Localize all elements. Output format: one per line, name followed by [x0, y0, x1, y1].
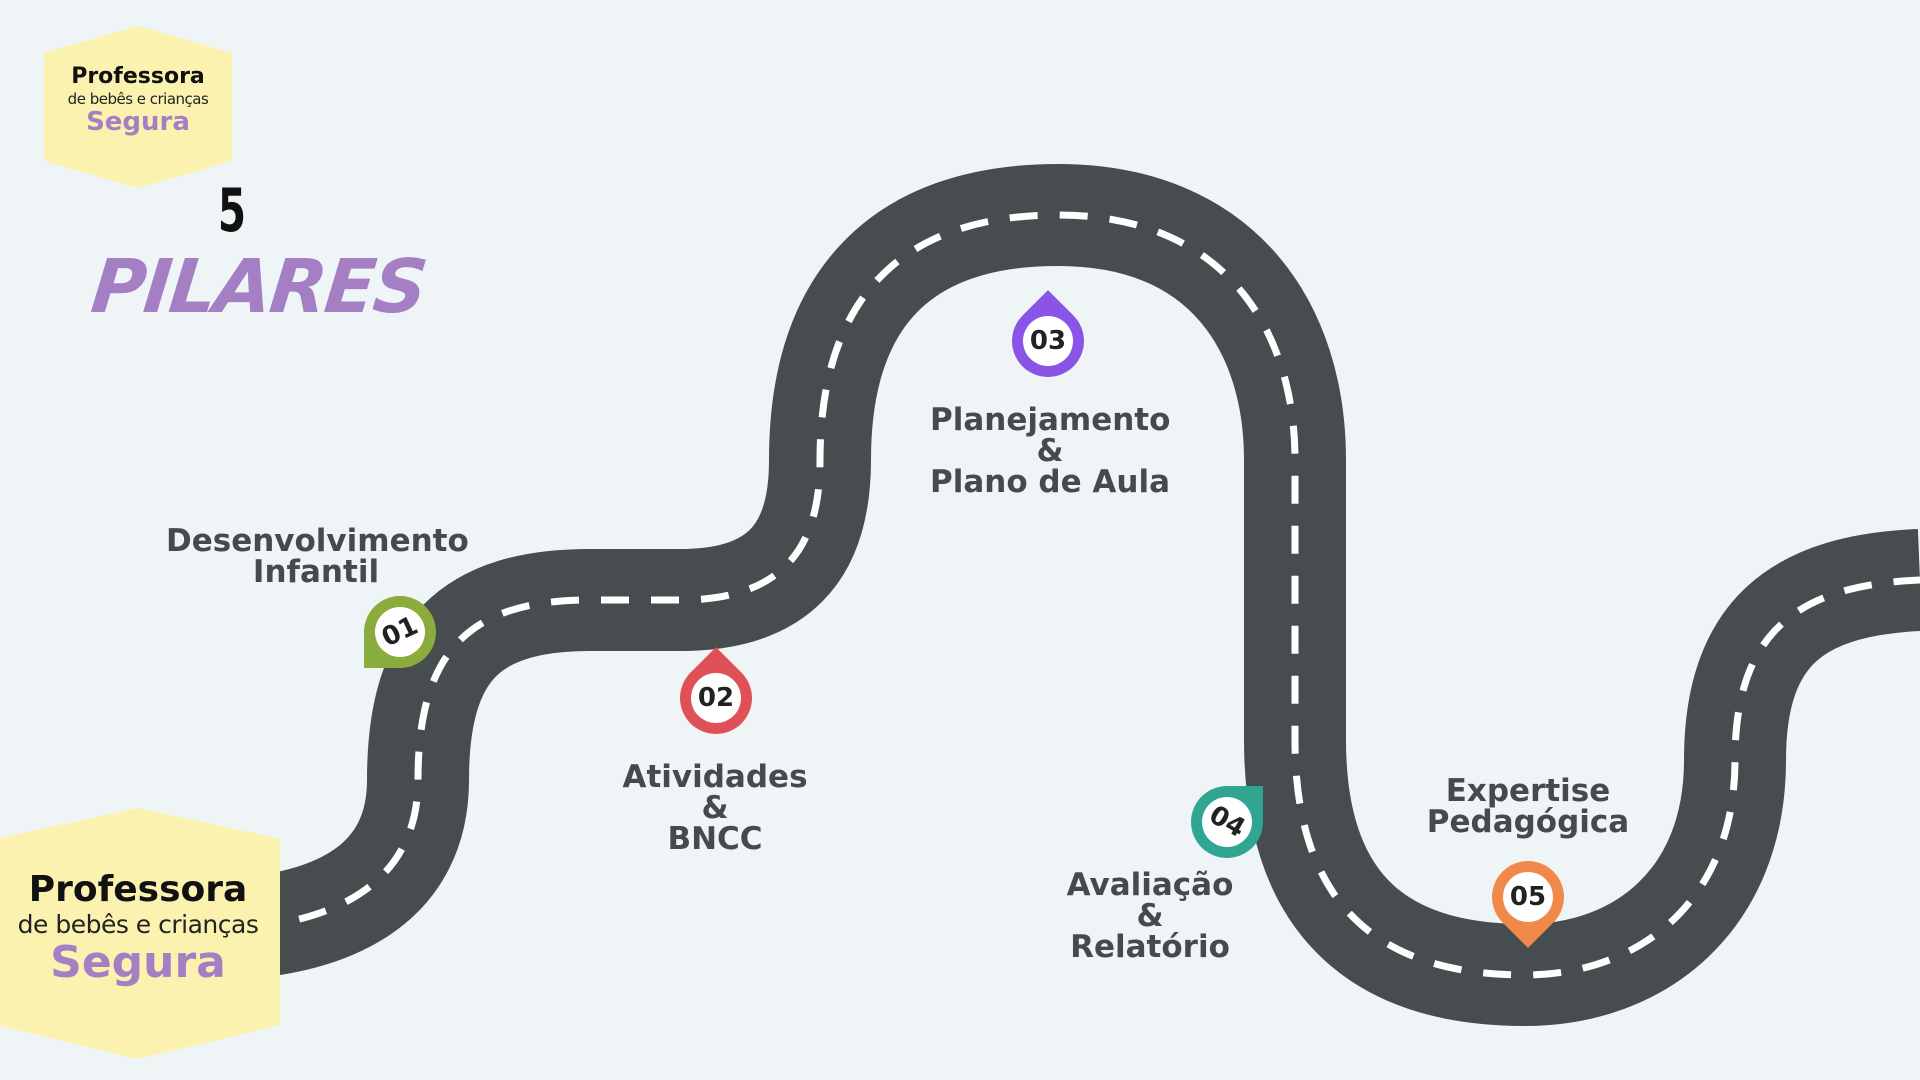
- road-lane-markings: [199, 211, 1920, 979]
- pillar-label-01-line-2: Infantil: [252, 554, 380, 590]
- pin-01: 01: [364, 596, 436, 668]
- logo-bottom-title: Professora: [28, 869, 248, 910]
- heading-title: PILARES: [87, 244, 430, 330]
- pillar-label-01-line-1: Desenvolvimento: [166, 523, 469, 559]
- pillar-label-03-line-3: Plano de Aula: [930, 464, 1171, 500]
- pillar-label-03: Planejamento & Plano de Aula: [930, 405, 1170, 498]
- logo-badge-bottom: [0, 808, 280, 1059]
- logo-badge-top: [44, 26, 232, 188]
- road: [199, 164, 1920, 1026]
- pin-03: 03: [1012, 290, 1084, 377]
- pin-05: 05: [1492, 861, 1564, 948]
- pin-03-number: 03: [1030, 326, 1066, 356]
- logo-top-subtitle: de bebês e crianças: [67, 90, 209, 108]
- logo-bottom: Professora de bebês e crianças Segura: [6, 870, 270, 986]
- pin-04-center: [1202, 797, 1252, 847]
- logo-bottom-segura: Segura: [50, 937, 226, 988]
- logo-top-title: Professora: [71, 64, 205, 89]
- pin-05-number: 05: [1510, 882, 1546, 912]
- pillar-label-04-line-1: Avaliação: [1066, 867, 1234, 903]
- logo-bottom-subtitle: de bebês e crianças: [17, 910, 259, 939]
- pillar-label-05-line-1: Expertise: [1445, 773, 1611, 809]
- pillar-label-02-line-2: &: [701, 790, 729, 826]
- pillar-label-04-line-3: Relatório: [1070, 929, 1230, 965]
- pillar-label-03-line-2: &: [1036, 433, 1064, 469]
- pin-05-center: [1503, 872, 1553, 922]
- pillar-label-02-line-3: BNCC: [667, 821, 763, 857]
- logo-top: Professora de bebês e crianças Segura: [58, 64, 218, 136]
- pin-02-number: 02: [698, 683, 734, 713]
- pillar-label-02: Atividades & BNCC: [600, 762, 830, 855]
- pillar-label-03-line-1: Planejamento: [930, 402, 1171, 438]
- pillar-label-05-line-2: Pedagógica: [1426, 804, 1630, 840]
- pillar-label-05: Expertise Pedagógica: [1408, 776, 1648, 838]
- pin-01-center: [375, 607, 425, 657]
- pin-04: 04: [1191, 786, 1263, 858]
- pillar-label-02-line-1: Atividades: [622, 759, 808, 795]
- logo-top-segura: Segura: [86, 107, 190, 137]
- heading-number: 5: [217, 176, 247, 246]
- pin-02-center: [691, 673, 741, 723]
- pin-02: 02: [680, 647, 752, 734]
- pin-03-center: [1023, 316, 1073, 366]
- pillar-label-01: Desenvolvimento Infantil: [166, 523, 469, 590]
- pillar-label-04: Avaliação & Relatório: [1030, 870, 1270, 963]
- pillar-label-04-line-2: &: [1136, 898, 1164, 934]
